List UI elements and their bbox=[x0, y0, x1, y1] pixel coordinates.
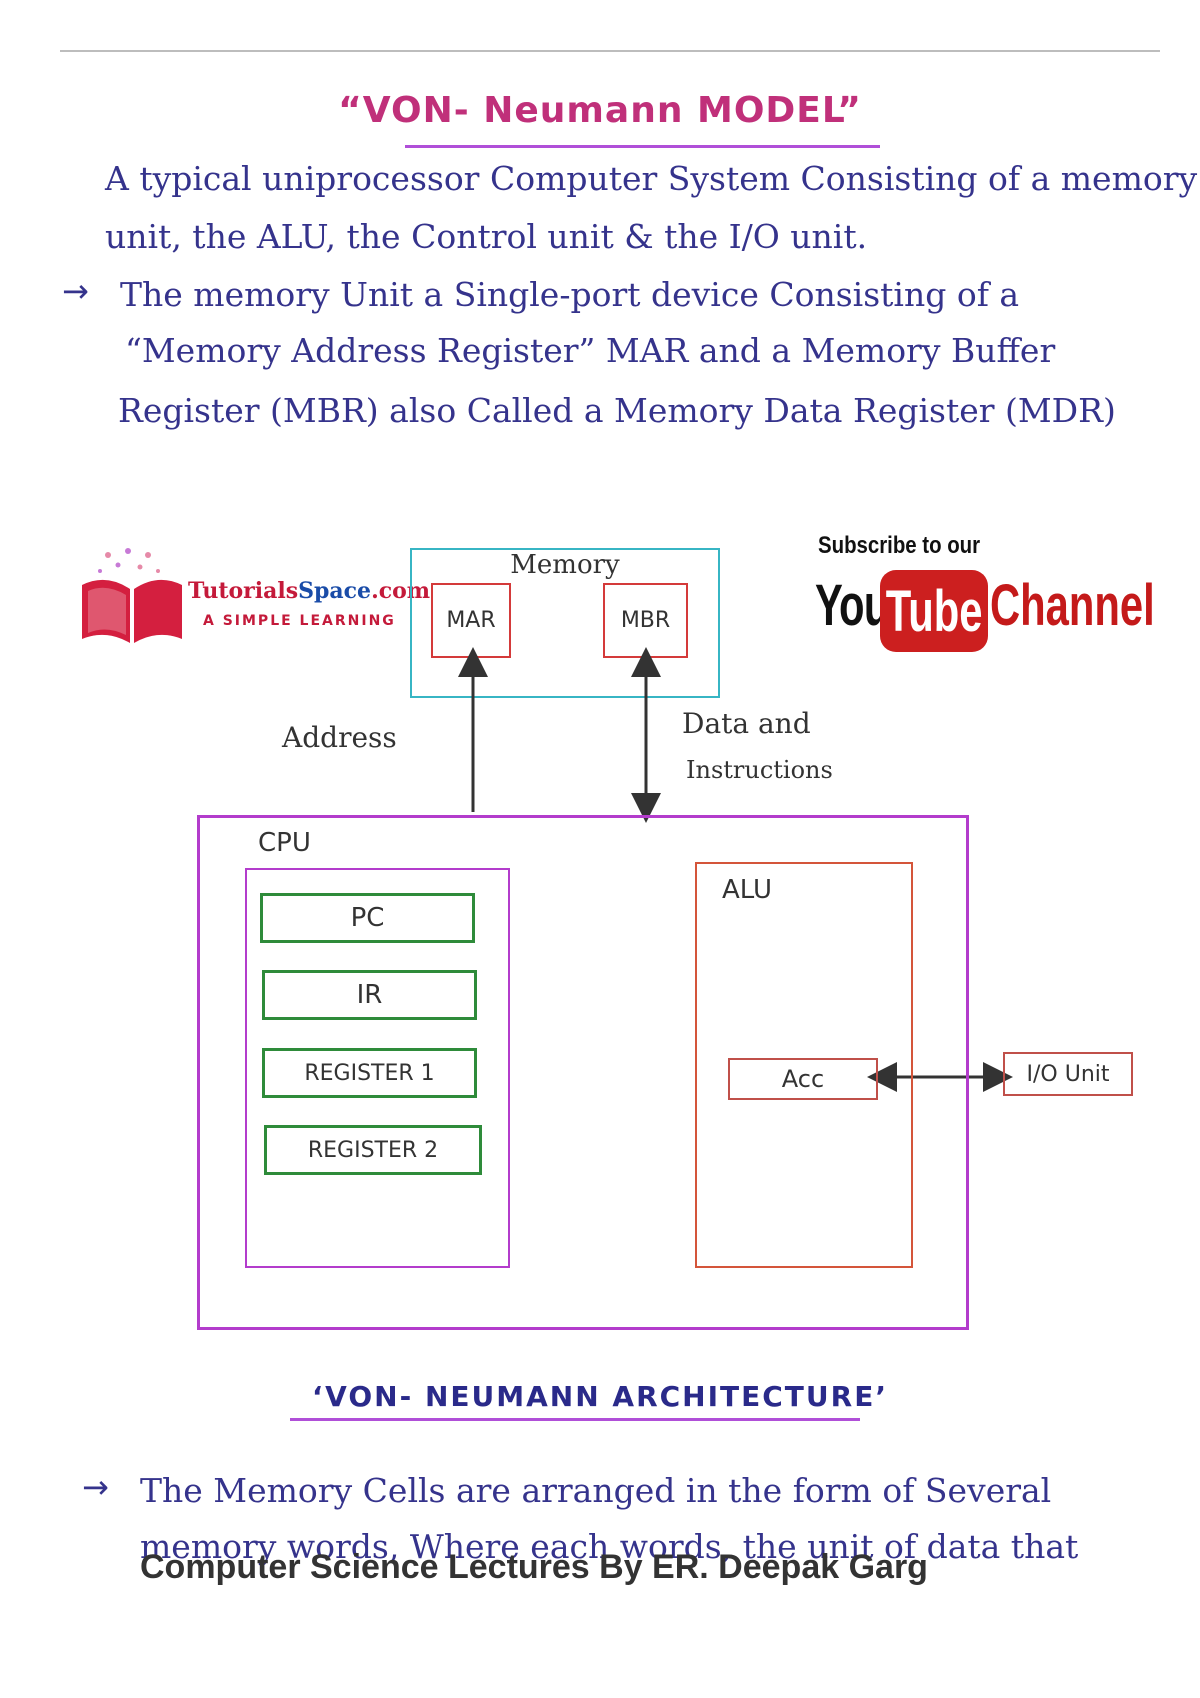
memory-box bbox=[410, 548, 720, 698]
acc-box: Acc bbox=[728, 1058, 878, 1100]
mar-label: MAR bbox=[446, 608, 496, 633]
footer-watermark: Computer Science Lectures By ER. Deepak … bbox=[140, 1548, 928, 1586]
intro-line-1: A typical uniprocessor Computer System C… bbox=[105, 159, 1198, 198]
control-unit-box bbox=[245, 868, 510, 1268]
data-label-2: Instructions bbox=[686, 756, 833, 784]
bullet1-line-2: “Memory Address Register” MAR and a Memo… bbox=[125, 331, 1056, 370]
architecture-underline bbox=[290, 1418, 860, 1421]
page-title: “VON- Neumann MODEL” bbox=[338, 90, 862, 131]
memory-label: Memory bbox=[510, 550, 620, 580]
architecture-title: ‘VON- NEUMANN ARCHITECTURE’ bbox=[312, 1380, 888, 1413]
title-underline bbox=[405, 145, 880, 148]
intro-line-2: unit, the ALU, the Control unit & the I/… bbox=[105, 217, 868, 256]
register-1: REGISTER 1 bbox=[262, 1048, 477, 1098]
pc-register: PC bbox=[260, 893, 475, 943]
register-2: REGISTER 2 bbox=[264, 1125, 482, 1175]
bullet1-line-3: Register (MBR) also Called a Memory Data… bbox=[118, 391, 1116, 430]
cpu-label: CPU bbox=[258, 828, 311, 858]
ir-register: IR bbox=[262, 970, 477, 1020]
logo-tagline: A SIMPLE LEARNING bbox=[203, 613, 396, 629]
address-label: Address bbox=[282, 721, 397, 754]
youtube-channel-text: Channel bbox=[990, 573, 1155, 638]
youtube-you-text: You bbox=[815, 573, 889, 638]
top-rule bbox=[60, 50, 1160, 52]
alu-label: ALU bbox=[722, 875, 773, 905]
bullet2-line-1: The Memory Cells are arranged in the for… bbox=[140, 1471, 1052, 1510]
bullet2-line-2: memory words, Where each words, the unit… bbox=[140, 1527, 1079, 1566]
bullet1-line-1: The memory Unit a Single-port device Con… bbox=[120, 275, 1020, 314]
mbr-label: MBR bbox=[620, 608, 671, 633]
io-unit-box: I/O Unit bbox=[1003, 1052, 1133, 1096]
youtube-tube-badge: Tube bbox=[880, 570, 988, 652]
data-label-1: Data and bbox=[682, 707, 811, 740]
youtube-subscribe-text: Subscribe to our bbox=[818, 532, 981, 559]
alu-box bbox=[695, 862, 913, 1268]
logo-text: TutorialsSpace.com bbox=[188, 578, 431, 604]
book-logo-icon bbox=[82, 548, 182, 643]
bullet-arrow-icon-2: → bbox=[82, 1468, 109, 1506]
bullet-arrow-icon: → bbox=[62, 272, 89, 310]
cpu-box bbox=[197, 815, 969, 1330]
